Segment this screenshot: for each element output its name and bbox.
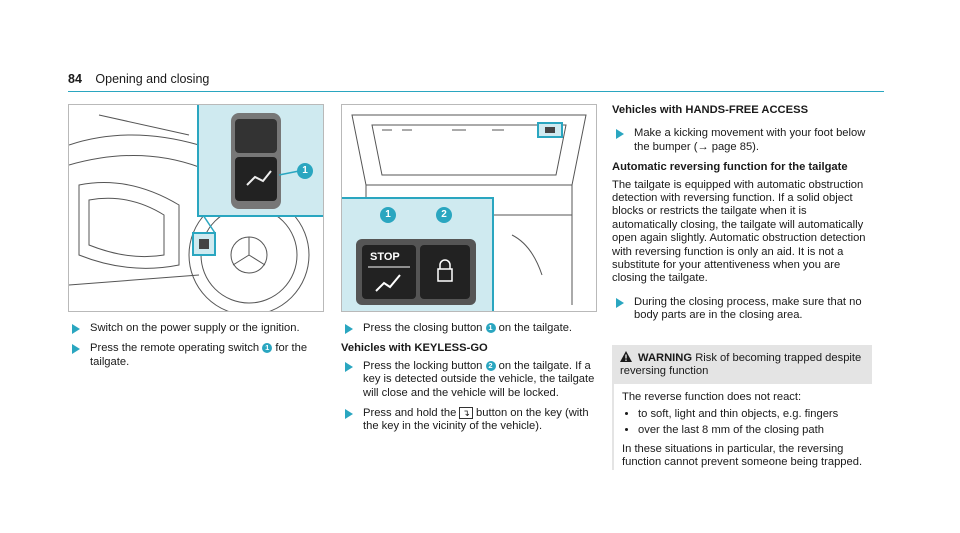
warning-box: WARNING Risk of becoming trapped despite…	[612, 345, 872, 470]
step-text: Press the closing button	[363, 322, 486, 334]
page-number: 84	[68, 72, 82, 86]
step-closing-area: During the closing process, make sure th…	[612, 296, 874, 323]
warning-label: WARNING	[638, 352, 693, 364]
step-arrow-icon	[72, 324, 80, 334]
step-text: Press the locking button	[363, 359, 486, 372]
step-arrow-icon	[616, 297, 624, 308]
column-1: Switch on the power supply or the igniti…	[68, 322, 324, 376]
close-tailgate-icon	[368, 266, 410, 292]
column-2: Press the closing button 1 on the tailga…	[341, 322, 597, 441]
warning-item: over the last 8 mm of the closing path	[638, 424, 864, 437]
callout-ref-1: 1	[485, 323, 496, 333]
step-arrow-icon	[616, 129, 624, 140]
warning-triangle-icon	[620, 351, 632, 362]
step-press-remote-switch: Press the remote operating switch 1 for …	[68, 342, 324, 369]
section-title: Opening and closing	[95, 72, 210, 86]
step-text: Make a kicking movement with your foot b…	[634, 127, 866, 153]
step-text: button on the key (with the key in the v…	[363, 407, 589, 433]
step-arrow-icon	[345, 324, 353, 334]
button-panel: STOP	[356, 239, 476, 305]
warning-outro: In these situations in particular, the r…	[622, 443, 863, 469]
warning-list: to soft, light and thin objects, e.g. fi…	[622, 408, 864, 437]
tailgate-button-icon	[246, 170, 272, 186]
warning-item: to soft, light and thin objects, e.g. fi…	[638, 408, 864, 421]
step-arrow-icon	[345, 361, 353, 372]
closing-button: STOP	[362, 245, 416, 299]
keyless-go-heading: Vehicles with KEYLESS-GO	[341, 342, 488, 355]
stop-label: STOP	[370, 251, 400, 263]
step-kick-movement: Make a kicking movement with your foot b…	[612, 127, 874, 154]
callout-2: 2	[436, 207, 452, 223]
step-text: During the closing process, make sure th…	[634, 295, 862, 322]
hands-free-heading: Vehicles with HANDS-FREE ACCESS	[612, 104, 809, 116]
step-text: Press and hold the	[363, 407, 460, 420]
column-3: Vehicles with HANDS-FREE ACCESS Make a k…	[612, 104, 874, 330]
step-text: Press the remote operating switch	[90, 342, 263, 355]
step-text: on the tailgate. If a key is detected ou…	[363, 359, 595, 399]
step-text: for the tailgate.	[90, 342, 308, 368]
inset-remote-switch-drawing	[231, 113, 300, 209]
key-tailgate-icon: ↴	[459, 407, 473, 420]
figure-remote-switch: 1	[68, 104, 324, 312]
step-arrow-icon	[345, 409, 353, 420]
step-text: Switch on the power supply or the igniti…	[90, 322, 300, 334]
callout-1: 1	[297, 163, 313, 179]
lock-icon	[437, 259, 453, 282]
step-hold-key-button: Press and hold the ↴ button on the key (…	[341, 407, 597, 434]
callout-1: 1	[380, 207, 396, 223]
step-power-on: Switch on the power supply or the igniti…	[68, 322, 324, 335]
reversing-paragraph: The tailgate is equipped with automatic …	[612, 178, 866, 285]
warning-header: WARNING Risk of becoming trapped despite…	[612, 345, 872, 384]
warning-title: Risk of becoming trapped despite reversi…	[620, 352, 862, 378]
reversing-heading: Automatic reversing function for the tai…	[612, 161, 848, 174]
header-rule	[68, 91, 884, 92]
step-arrow-icon	[72, 344, 80, 355]
inset-remote-switch: 1	[197, 105, 323, 217]
figure-remote-switch-drawing	[69, 114, 310, 311]
warning-intro: The reverse function does not react:	[622, 390, 802, 403]
step-press-locking-button: Press the locking button 2 on the tailga…	[341, 360, 597, 400]
callout-ref-2: 2	[485, 360, 496, 371]
figure-tailgate-buttons: 1 2 STOP	[341, 104, 597, 312]
locking-button	[420, 245, 470, 299]
callout-ref-1: 1	[262, 343, 273, 354]
page-header: 84 Opening and closing	[68, 72, 209, 86]
step-press-closing-button: Press the closing button 1 on the tailga…	[341, 322, 597, 335]
inset-tailgate-buttons: 1 2 STOP	[342, 197, 494, 311]
warning-body: The reverse function does not react: to …	[612, 383, 872, 470]
step-text: on the tailgate.	[495, 322, 573, 334]
